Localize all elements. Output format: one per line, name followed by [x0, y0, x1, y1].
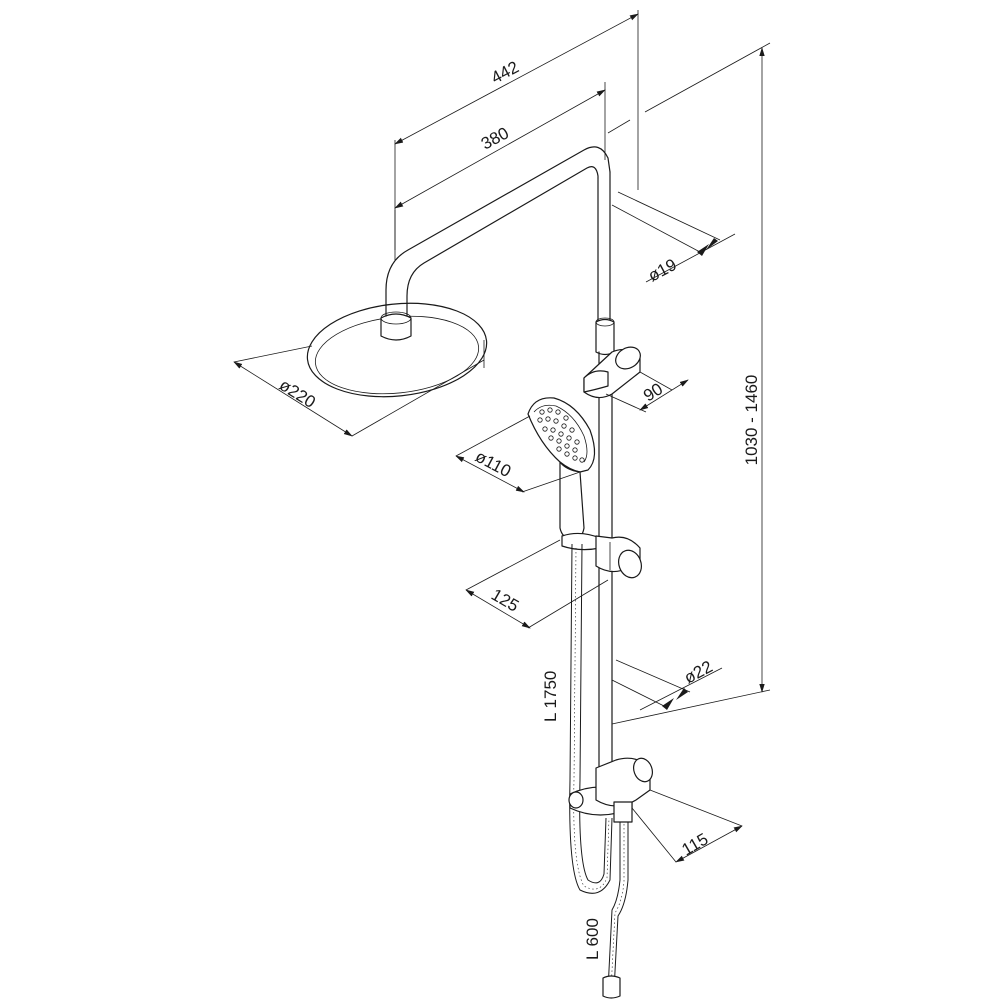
rain-shower-head — [306, 302, 488, 398]
upper-riser-pipe — [597, 171, 611, 323]
dim-mixer-depth-label: 115 — [679, 829, 712, 859]
diverter-mixer — [568, 757, 654, 823]
dim-total-height-label: 1030 - 1460 — [742, 375, 761, 466]
dim-442-label: 442 — [488, 57, 522, 87]
dim-rain-head-label: ø220 — [276, 375, 319, 412]
overhead-arm — [385, 146, 611, 317]
sliding-holder — [561, 532, 642, 579]
shower-assembly — [306, 146, 654, 999]
upper-wall-bracket — [583, 346, 641, 399]
dim-pipe-bottom-label: ø22 — [681, 657, 716, 688]
dim-hose-length-label: L 1750 — [541, 671, 560, 722]
dim-pipe-top-label: ø19 — [645, 255, 680, 286]
riser-coupling — [595, 317, 615, 356]
dim-380-label: 380 — [478, 123, 512, 153]
hand-shower-nozzles — [537, 407, 585, 463]
dimension-labels: 442 380 ø19 1030 - 1460 ø220 90 ø110 125… — [276, 57, 761, 960]
dim-inlet-hose-label: L 600 — [583, 918, 602, 960]
dim-holder-label: 90 — [640, 379, 666, 405]
dim-hand-offset-label: 125 — [488, 585, 522, 616]
hand-shower — [527, 397, 596, 541]
dimension-lines — [233, 10, 771, 863]
